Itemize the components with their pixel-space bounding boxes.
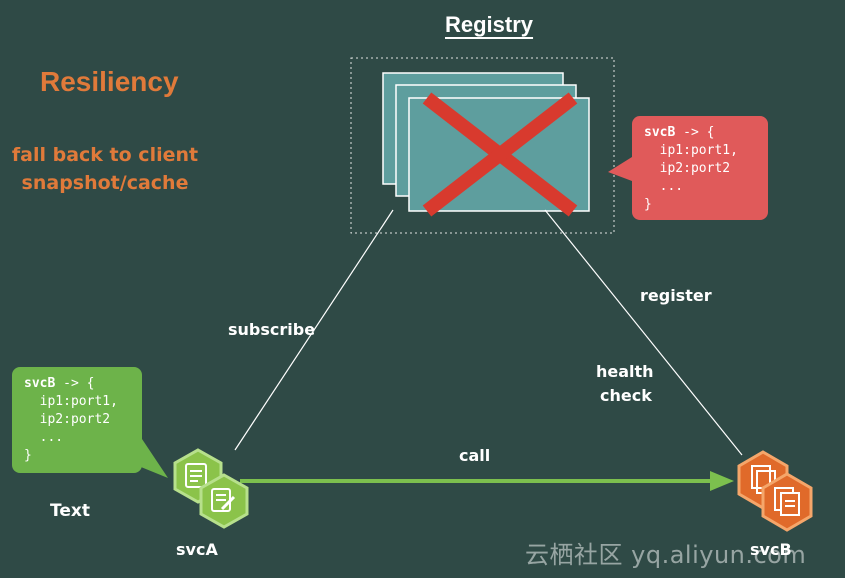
- register-label: register: [640, 286, 712, 305]
- registry-cache-close: }: [644, 197, 652, 212]
- subscribe-edge: [234, 209, 394, 451]
- health-check-label-line-2: check: [600, 386, 652, 405]
- subscribe-label: subscribe: [228, 320, 316, 339]
- client-cache-bubble: svcB -> { ip1:port1, ip2:port2 ... }: [12, 367, 142, 473]
- watermark: 云栖社区 yq.aliyun.com: [525, 541, 807, 569]
- call-label: call: [459, 446, 491, 465]
- client-cache-bubble-tail: [136, 430, 168, 478]
- resiliency-heading: Resiliency: [40, 66, 179, 97]
- client-cache-endpoint-1: ip1:port1,: [24, 394, 118, 409]
- registry-boundary: [350, 57, 615, 234]
- registry-failure-x-icon: [422, 92, 578, 217]
- health-check-label-line-1: health: [596, 362, 654, 381]
- client-cache-close: }: [24, 448, 32, 463]
- registry-cache-endpoint-1: ip1:port1,: [644, 143, 738, 158]
- client-cache-endpoint-2: ip2:port2: [24, 412, 111, 427]
- registry-cache-ellipsis: ...: [644, 179, 684, 194]
- client-cache-service-key: svcB: [24, 376, 56, 391]
- registry-cache-service-key: svcB: [644, 125, 676, 140]
- register-edge: [544, 209, 743, 456]
- registry-title: Registry: [445, 12, 534, 37]
- registry-cache-endpoint-2: ip2:port2: [644, 161, 731, 176]
- text-label: Text: [50, 501, 90, 521]
- svca-label: svcA: [176, 540, 218, 559]
- registry-cache-open: -> {: [675, 125, 715, 140]
- registry-cache-bubble: svcB -> { ip1:port1, ip2:port2 ... }: [632, 116, 768, 220]
- call-arrow: [240, 471, 734, 491]
- client-cache-ellipsis: ...: [24, 430, 64, 445]
- svca-icon: [173, 448, 249, 529]
- svcb-icon: [737, 450, 813, 532]
- svcb-label: svcB: [750, 540, 792, 559]
- client-cache-open: -> {: [55, 376, 95, 391]
- fallback-strategy-line-2: snapshot/cache: [21, 172, 189, 194]
- fallback-strategy-line-1: fall back to client: [11, 144, 199, 166]
